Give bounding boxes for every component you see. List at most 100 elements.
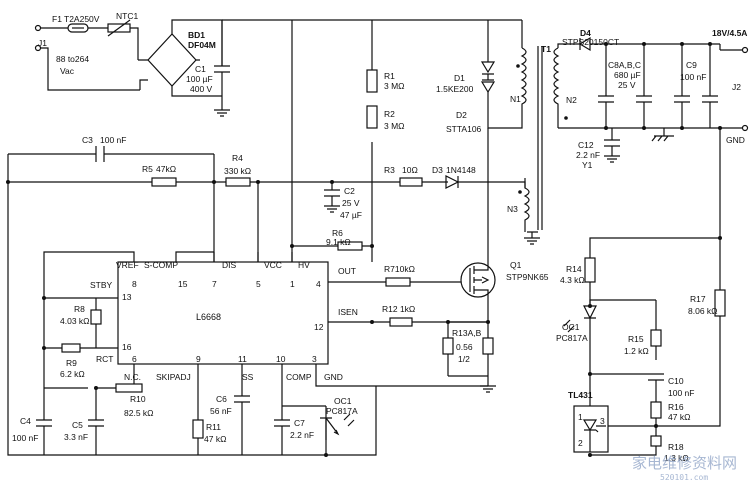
label-c10-value: 100 nF bbox=[668, 388, 694, 398]
label-c10: C10 bbox=[668, 376, 684, 386]
label-pin-dis: DIS bbox=[222, 260, 237, 270]
label-c8: C8A,B,C bbox=[608, 60, 641, 70]
label-pin-vref: VREF bbox=[116, 260, 139, 270]
pin-number-6: 6 bbox=[132, 354, 137, 364]
label-ic-name: L6668 bbox=[196, 312, 221, 322]
label-pin-ss: SS bbox=[242, 372, 254, 382]
r6-resistor bbox=[337, 241, 363, 251]
r18-resistor bbox=[650, 435, 662, 447]
label-r4-value: 330 kΩ bbox=[224, 166, 251, 176]
label-pin-vcc: VCC bbox=[264, 260, 282, 270]
label-tl431: TL431 bbox=[568, 390, 593, 400]
label-c8-value2: 25 V bbox=[618, 80, 636, 90]
label-c12-value: 2.2 nF bbox=[576, 150, 600, 160]
label-r14: R14 bbox=[566, 264, 582, 274]
label-r2: R2 bbox=[384, 109, 395, 119]
label-ntc1: NTC1 bbox=[116, 11, 138, 21]
label-r2-value: 3 MΩ bbox=[384, 121, 405, 131]
label-d1-value: 1.5KE200 bbox=[436, 84, 474, 94]
label-oc1-primary-value: PC817A bbox=[326, 406, 358, 416]
ic-l6668 bbox=[7, 128, 496, 457]
label-c7: C7 bbox=[294, 418, 305, 428]
label-d4-value: STPS20150CT bbox=[562, 37, 619, 47]
pin-number-15: 15 bbox=[178, 279, 188, 289]
label-f1-value: T2A250V bbox=[64, 14, 100, 24]
label-oc1-primary: OC1 bbox=[334, 396, 352, 406]
label-r5: R5 bbox=[142, 164, 153, 174]
pin-number-12: 12 bbox=[314, 322, 324, 332]
label-r6-value: 9.1 kΩ bbox=[326, 237, 351, 247]
r10-resistor bbox=[115, 383, 143, 393]
label-q1-value: STP9NK65 bbox=[506, 272, 549, 282]
label-r13: R13A,B bbox=[452, 328, 482, 338]
label-d4: D4 bbox=[580, 28, 591, 38]
tl431-pin-1: 1 bbox=[578, 412, 583, 422]
label-r1-value: 3 MΩ bbox=[384, 81, 405, 91]
r4-resistor bbox=[225, 177, 251, 187]
label-pin-nc: N.C. bbox=[124, 372, 141, 382]
label-c1-value1: 100 µF bbox=[186, 74, 213, 84]
r16-resistor bbox=[650, 401, 662, 419]
label-q1: Q1 bbox=[510, 260, 522, 270]
label-n2: N2 bbox=[566, 95, 577, 105]
label-c7-value: 2.2 nF bbox=[290, 430, 314, 440]
label-j2: J2 bbox=[732, 82, 741, 92]
pin-number-9: 9 bbox=[196, 354, 201, 364]
l6668-chip-body bbox=[117, 261, 329, 365]
input-section bbox=[34, 19, 230, 117]
pin-number-1: 1 bbox=[290, 279, 295, 289]
pin-number-7: 7 bbox=[212, 279, 217, 289]
r8-resistor bbox=[90, 309, 102, 325]
pin-number-13: 13 bbox=[122, 292, 132, 302]
label-c6: C6 bbox=[216, 394, 227, 404]
label-c2-value1: 25 V bbox=[342, 198, 360, 208]
label-r1: R1 bbox=[384, 71, 395, 81]
label-c4-value: 100 nF bbox=[12, 433, 38, 443]
label-r11: R11 bbox=[206, 422, 221, 432]
label-r9-value: 6.2 kΩ bbox=[60, 369, 85, 379]
label-r7: R710kΩ bbox=[384, 264, 415, 274]
label-vout: 18V/4.5A bbox=[712, 28, 747, 38]
label-r17: R17 bbox=[690, 294, 706, 304]
label-pin-gnd: GND bbox=[324, 372, 343, 382]
label-oc1-secondary-value: PC817A bbox=[556, 333, 588, 343]
label-r13-value1: 0.56 bbox=[456, 342, 473, 352]
label-bd1-value: DF04M bbox=[188, 40, 216, 50]
label-r10: R10 bbox=[130, 394, 146, 404]
label-r9: R9 bbox=[66, 358, 77, 368]
label-c12: C12 bbox=[578, 140, 594, 150]
r5-resistor bbox=[151, 177, 177, 187]
label-c5: C5 bbox=[72, 420, 83, 430]
label-r15: R15 bbox=[628, 334, 644, 344]
label-gnd-out: GND bbox=[726, 135, 745, 145]
r9-resistor bbox=[61, 343, 81, 353]
label-pin-comp: COMP bbox=[286, 372, 312, 382]
tl431-pin-3: 3 bbox=[600, 416, 605, 426]
label-r8-value: 4.03 kΩ bbox=[60, 316, 90, 326]
label-bd1: BD1 bbox=[188, 30, 205, 40]
label-r17-value: 8.06 kΩ bbox=[688, 306, 718, 316]
label-d1: D1 bbox=[454, 73, 465, 83]
label-vac: Vac bbox=[60, 66, 75, 76]
label-r8: R8 bbox=[74, 304, 85, 314]
tl431-regulator bbox=[573, 405, 609, 453]
r13b-resistor bbox=[482, 337, 494, 355]
label-vin: 88 to264 bbox=[56, 54, 89, 64]
label-y1: Y1 bbox=[582, 160, 593, 170]
secondary-section bbox=[558, 36, 749, 457]
label-d3: D3 bbox=[432, 165, 443, 175]
j2-gnd-terminal bbox=[741, 124, 749, 132]
label-c9-value: 100 nF bbox=[680, 72, 706, 82]
label-d2: D2 bbox=[456, 110, 467, 120]
pin-number-11: 11 bbox=[238, 354, 247, 364]
j2-positive-terminal bbox=[741, 46, 749, 54]
pin-number-3: 3 bbox=[312, 354, 317, 364]
label-oc1-secondary: OC1 bbox=[562, 322, 580, 332]
label-j1: J1 bbox=[38, 38, 47, 48]
label-r15-value: 1.2 kΩ bbox=[624, 346, 649, 356]
label-c1-value2: 400 V bbox=[190, 84, 213, 94]
pin-number-16: 16 bbox=[122, 342, 132, 352]
r13a-resistor bbox=[442, 337, 454, 355]
